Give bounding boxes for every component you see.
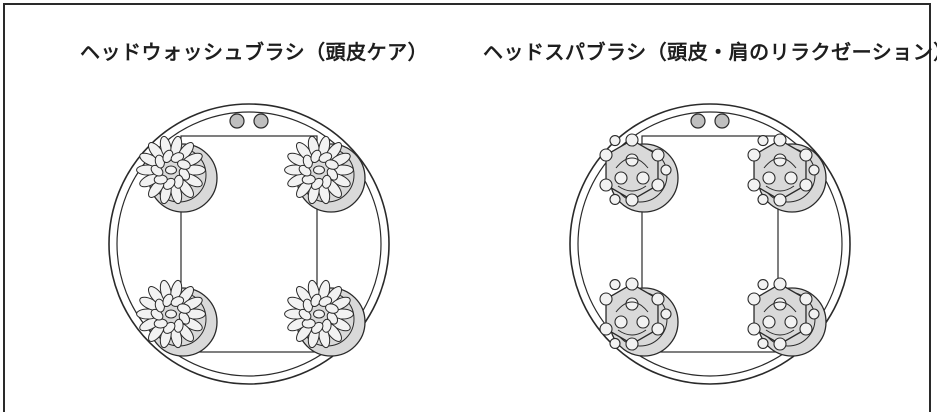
spa-inner-node [784,315,798,329]
spa-inner-node [773,297,787,311]
bristle-cluster [284,279,354,349]
spa-node [651,292,665,306]
inner-ring [116,111,382,377]
spa-node [609,193,621,205]
bristle-cluster [136,135,206,205]
spa-node [757,337,769,349]
bristle [313,309,325,319]
spa-node [773,193,787,207]
spa-arc [617,329,647,336]
spa-inner-node [614,171,628,185]
spa-node [757,135,769,147]
bristle [325,303,339,314]
head-spa-brush-device [569,103,851,385]
bristle [177,303,191,314]
spa-arc [763,301,797,313]
spa-node [799,148,813,162]
spa-node [651,178,665,192]
bristle-cluster [284,135,354,205]
head-wash-brush-title: ヘッドウォッシュブラシ（頭皮ケア） [80,40,429,64]
spa-inner-node [773,153,787,167]
spa-node [599,292,613,306]
spa-node [599,322,613,336]
brush-head [599,133,679,213]
spa-node [747,178,761,192]
bristle [165,165,177,175]
brush-head [284,279,366,357]
spa-node [625,133,639,147]
spa-inner-node [636,315,650,329]
spa-arc [765,329,795,336]
spa-node [599,178,613,192]
spa-inner-node [636,171,650,185]
indicator-dot [253,113,269,129]
spa-node [757,193,769,205]
spa-node [609,135,621,147]
indicator-dot [714,113,730,129]
brush-head [136,279,218,357]
bristle [313,165,325,175]
brush-head [284,135,366,213]
spa-node [773,133,787,147]
spa-inner-node [762,171,776,185]
spa-arc [615,301,649,313]
spa-node [773,337,787,351]
spa-inner-node [762,315,776,329]
spa-node [799,178,813,192]
spa-node [773,277,787,291]
spa-arc [763,157,797,169]
spa-node [660,164,672,176]
spa-inner-node [614,315,628,329]
spa-arc [617,185,647,192]
spa-node [799,322,813,336]
spa-node [747,148,761,162]
spa-node-cluster [747,133,820,207]
spa-node [609,337,621,349]
spa-node-cluster [599,277,672,351]
spa-node [747,322,761,336]
spa-node [747,292,761,306]
spa-node [625,277,639,291]
brush-head [599,277,679,357]
bristle-cluster [136,279,206,349]
bristle [177,159,191,170]
spa-inner-node [625,297,639,311]
brush-head [747,133,827,213]
brush-head [747,277,827,357]
spa-arc [615,157,649,169]
indicator-dot [690,113,706,129]
outer-ring [108,103,390,385]
spa-node-cluster [599,133,672,207]
spa-node [799,292,813,306]
outer-ring [569,103,851,385]
inner-ring [577,111,843,377]
bristle [325,159,339,170]
spa-arc [765,185,795,192]
spa-node [609,279,621,291]
brush-head [136,135,218,213]
spa-node [625,337,639,351]
spa-inner-node [784,171,798,185]
spa-node-cluster [747,277,820,351]
spa-node [599,148,613,162]
spa-node [625,193,639,207]
spa-node [808,164,820,176]
bristle [165,309,177,319]
spa-node [757,279,769,291]
head-spa-brush-title: ヘッドスパブラシ（頭皮・肩のリラクゼーション） [483,40,937,64]
spa-node [808,308,820,320]
spa-node [660,308,672,320]
figure-frame [3,3,931,412]
spa-node [651,322,665,336]
head-wash-brush-device [108,103,390,385]
indicator-dot [229,113,245,129]
spa-node [651,148,665,162]
spa-inner-node [625,153,639,167]
